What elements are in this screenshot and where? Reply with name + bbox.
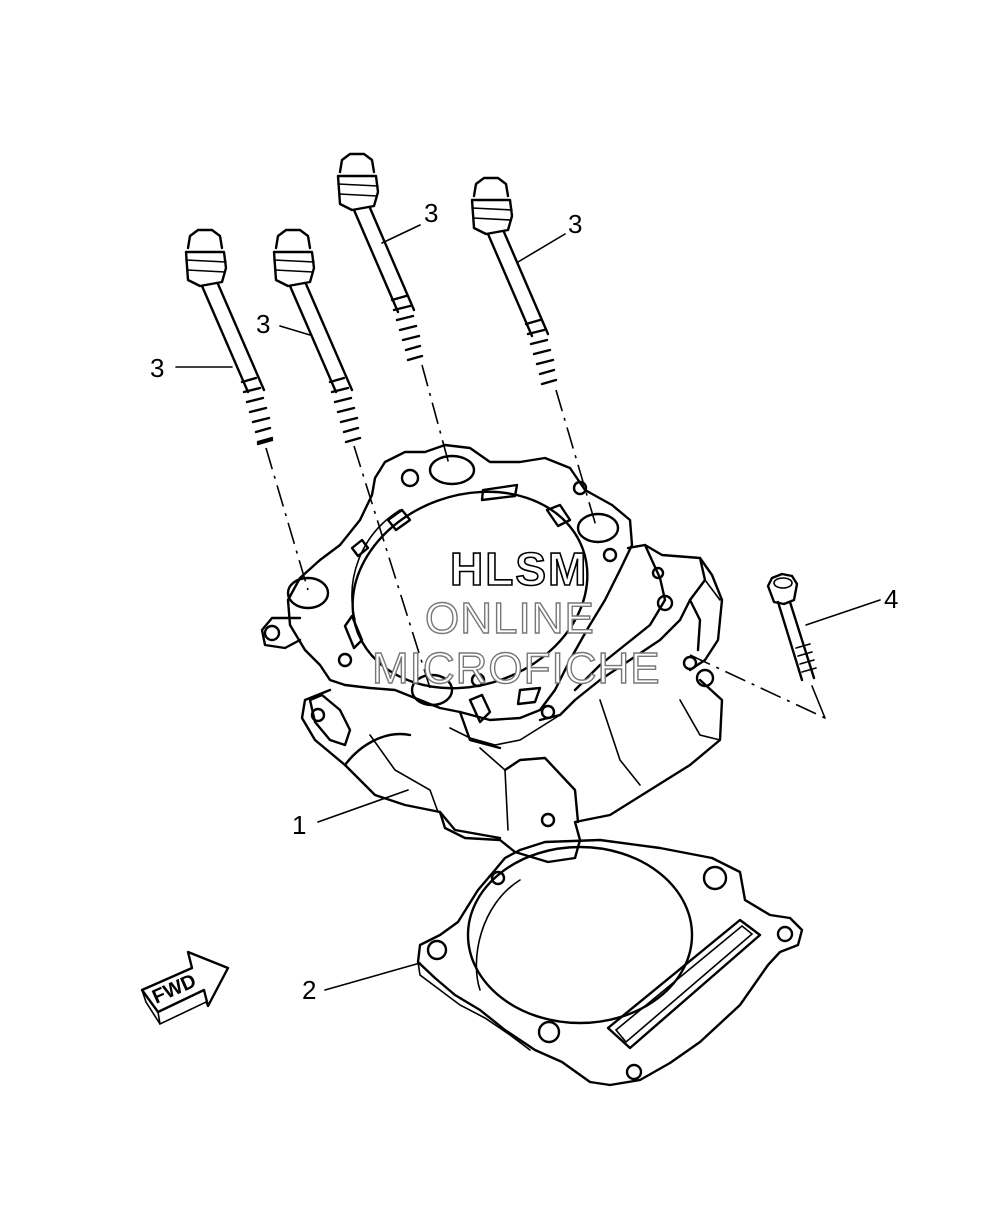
head-bolt: [184, 228, 274, 446]
callout-1: 1: [292, 810, 306, 840]
head-bolt: [336, 152, 424, 362]
callout-3: 3: [256, 309, 270, 339]
callout-3: 3: [568, 209, 582, 239]
callout-3: 3: [424, 198, 438, 228]
assembly-centerlines: [265, 364, 826, 719]
leader-lines: [175, 224, 881, 991]
callout-3: 3: [150, 353, 164, 383]
head-bolt: [470, 176, 558, 386]
cylinder-bolt: [766, 572, 817, 682]
watermark-line-3: MICROFICHE: [372, 644, 661, 693]
callout-4: 4: [884, 584, 898, 614]
watermark: HLSM ONLINE MICROFICHE: [371, 542, 661, 694]
watermark-line-1: HLSM: [450, 543, 588, 595]
cylinder-gasket: [416, 838, 804, 1087]
head-bolt: [272, 228, 362, 444]
watermark-line-2: ONLINE: [425, 594, 595, 643]
callout-2: 2: [302, 975, 316, 1005]
fwd-arrow-icon: FWD: [140, 950, 230, 1026]
